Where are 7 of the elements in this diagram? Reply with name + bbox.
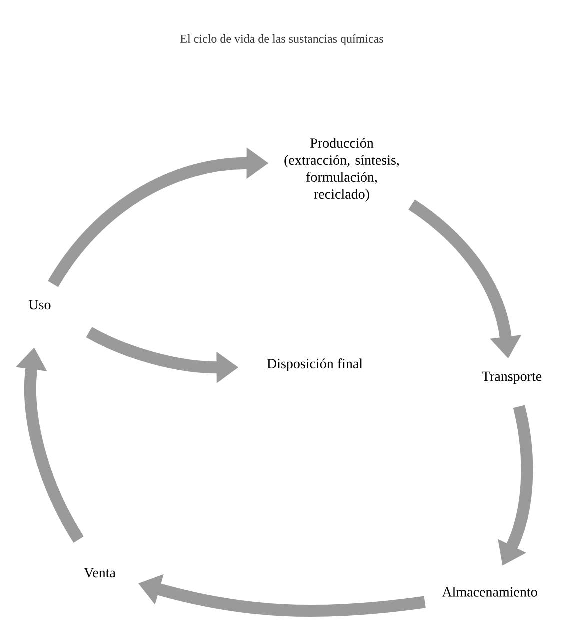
stage-label: Uso xyxy=(29,300,51,310)
title: El ciclo de vida de las sustancias químicas xyxy=(180,34,384,46)
stage-label: Almacenamiento xyxy=(442,587,538,597)
stage-label: Disposición final xyxy=(267,358,363,372)
stage-label: Transporte xyxy=(482,372,542,384)
stage-label: Venta xyxy=(84,568,116,578)
stage-label: Producción (extracción, síntesis, formulación, reciclado) xyxy=(284,138,400,202)
